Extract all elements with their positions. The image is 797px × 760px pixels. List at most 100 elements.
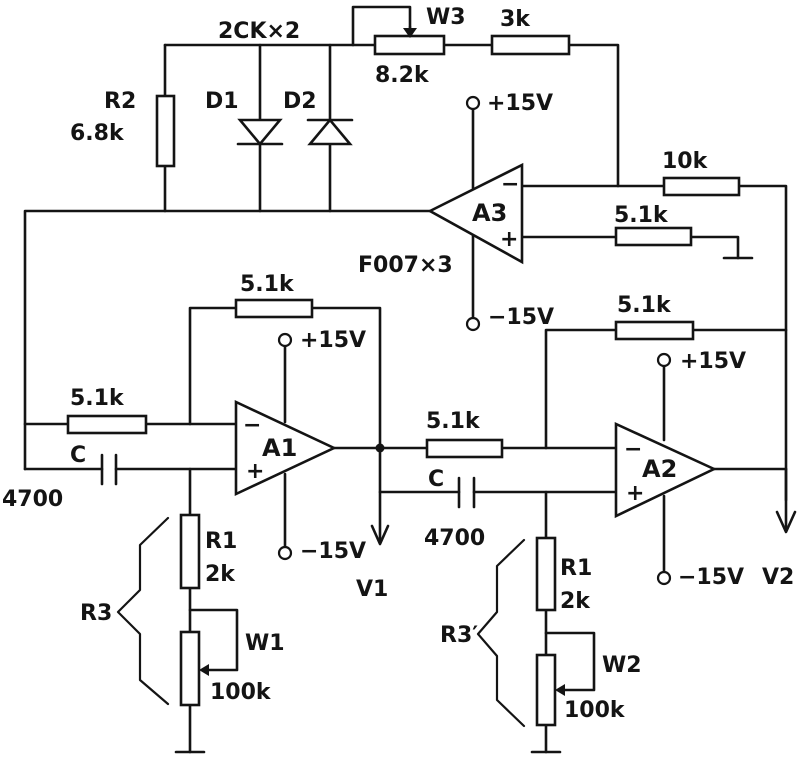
opamp-a2 [614,421,718,519]
resistor-5-1k-a1-fb [234,298,314,319]
resistor-3k [490,34,571,56]
junction-a1-output [375,443,385,453]
wire-a3-output [23,209,432,471]
resistor-5-1k-a1-in [66,414,148,435]
terminal-a2-vplus [656,352,672,368]
wires [23,5,788,754]
resistor-10k [662,176,741,197]
label-d1: D1 [205,89,239,114]
resistor-r1-a2 [535,536,557,612]
wire-w2-wiper [544,631,596,692]
wire-a3-ground [689,235,740,260]
label-5-1k-a1-fb: 5.1k [240,272,295,297]
label-v2: V2 [762,565,794,590]
terminal-a3-vplus [465,95,481,111]
label-w2-value: 100k [564,698,626,723]
label-capacitor-a2: C [428,467,444,492]
wire-w1-wiper [188,608,239,672]
terminal-a2-vminus [656,570,672,586]
op-amps [234,162,718,519]
terminals [277,95,672,586]
labels: 2CK×2 W3 8.2k 3k R2 6.8k D1 D2 +15V 10k … [2,5,794,723]
wire-a1-fb-left [188,306,238,426]
v2-arrow-icon [775,510,797,534]
label-a2-vplus: +15V [680,349,746,374]
diode-d1-triangle [237,118,283,147]
label-10k: 10k [662,149,709,174]
label-r1-a2-value: 2k [560,589,591,614]
label-r3-prime: R3′ [440,623,478,648]
label-a1-vminus: −15V [300,539,366,564]
resistor-5-1k-a2-fb [614,320,695,341]
diode-d2-triangle [307,117,353,146]
label-d2: D2 [283,89,317,114]
label-a3-vplus: +15V [487,91,553,116]
label-w1-value: 100k [210,680,272,705]
label-5-1k-a1-in: 5.1k [70,386,125,411]
label-r1-a1: R1 [205,529,237,554]
label-a3-inverting: − [501,172,519,197]
wire-3k-to-a3-inv [567,43,620,188]
wire-a1-fb-right [310,306,382,542]
label-a3-noninverting: + [500,227,518,252]
wire-10k-to-right [737,184,788,502]
resistor-w1-body [179,630,201,707]
output-arrows [370,510,797,546]
label-w3: W3 [426,5,466,30]
label-a3-vminus: −15V [488,305,554,330]
label-f007: F007×3 [358,253,453,278]
label-a2-vminus: −15V [678,565,744,590]
label-a1-vplus: +15V [300,328,366,353]
r3-prime-brace [476,538,526,728]
label-w3-value: 8.2k [375,63,430,88]
resistor-5-1k-a3 [614,226,693,247]
resistor-w2-body [535,653,557,727]
opamp-a1 [234,399,338,497]
terminal-a3-vminus [465,316,481,332]
label-3k: 3k [500,7,531,32]
label-5-1k-a2-fb: 5.1k [617,293,672,318]
label-diode-pair: 2CK×2 [218,19,300,44]
r3-brace [116,516,170,706]
w2-wiper-arrowhead [555,684,565,696]
label-capacitor-a1-value: 4700 [2,487,63,512]
resistors [66,34,741,727]
label-a1-noninverting: + [246,459,264,484]
label-a1: A1 [262,434,297,462]
w3-wiper-arrowhead [403,28,417,38]
label-v1: V1 [356,577,388,602]
resistor-r1-a1 [179,513,201,590]
label-5-1k-a3: 5.1k [614,203,669,228]
resistor-r2 [155,94,176,168]
label-a2: A2 [642,455,677,483]
resistor-5-1k-a2-in [425,438,504,459]
resistor-w3-body [373,34,446,56]
w1-wiper-arrowhead [199,664,209,676]
wire-w3-wiper-loop [351,5,412,47]
label-5-1k-a2-in: 5.1k [426,409,481,434]
label-w1: W1 [245,631,285,656]
grounds [174,256,754,754]
label-a3: A3 [472,199,507,227]
terminal-a1-vplus [277,332,293,348]
label-capacitor-a1: C [70,443,86,468]
label-r1-a2: R1 [560,556,592,581]
opamp-a3 [427,162,524,265]
label-r1-a1-value: 2k [205,562,236,587]
label-w2: W2 [602,653,642,678]
label-r2: R2 [104,89,136,114]
braces [116,516,526,728]
label-capacitor-a2-value: 4700 [424,526,485,551]
label-r2-value: 6.8k [70,121,125,146]
capacitors [100,453,476,509]
terminal-a1-vminus [277,545,293,561]
label-a1-inverting: − [243,413,261,438]
diodes [236,117,354,147]
v1-arrow-icon [370,524,390,546]
label-a2-inverting: − [624,437,642,462]
label-r3: R3 [80,601,112,626]
label-a2-noninverting: + [626,481,644,506]
wire-a2-fb-left [544,328,618,450]
